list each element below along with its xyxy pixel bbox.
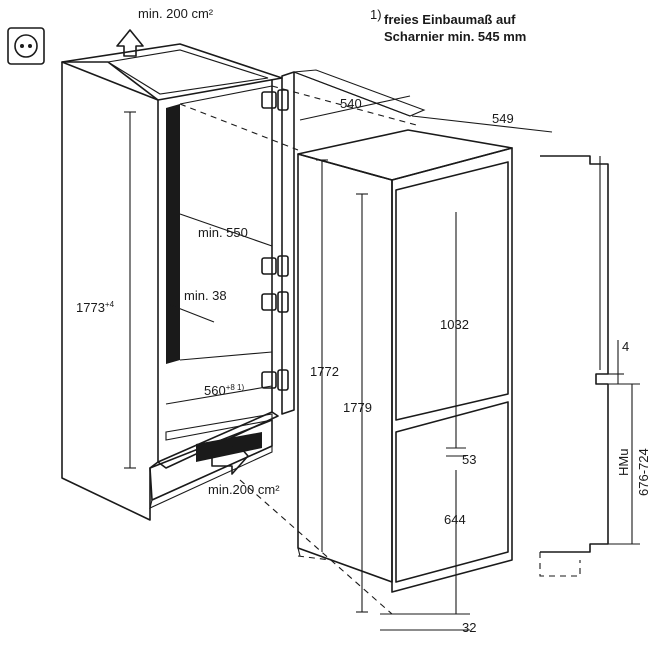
label-niche-height: 1773+4 <box>76 300 115 315</box>
label-vent-bottom: min.200 cm² <box>208 482 280 497</box>
label-height-1772: 1772 <box>310 364 339 379</box>
projection-lines <box>179 85 421 615</box>
note-line-2: Scharnier min. 545 mm <box>384 29 526 44</box>
airflow-in-arrow-icon <box>211 437 249 475</box>
label-min-38: min. 38 <box>184 288 227 303</box>
power-socket-icon <box>7 27 45 65</box>
label-niche-width: 560+8 1) <box>204 383 244 398</box>
label-door-lower: 644 <box>444 512 466 527</box>
label-gap-53: 53 <box>462 452 476 467</box>
label-door-upper: 1032 <box>440 317 469 332</box>
label-top-4: 4 <box>622 339 629 354</box>
label-height-1779: 1779 <box>343 400 372 415</box>
note-line-1: freies Einbaumaß auf <box>384 12 516 27</box>
label-hmu: HMu <box>616 449 631 476</box>
dimension-lines <box>124 95 640 631</box>
appliance-body <box>297 129 513 593</box>
label-depth-540: 540 <box>340 96 362 111</box>
label-bottom-32: 32 <box>462 620 476 635</box>
side-elevation <box>539 155 609 577</box>
label-vent-top: min. 200 cm² <box>138 6 214 21</box>
label-hmu-range: 676-724 <box>636 448 651 496</box>
note-marker: 1) <box>370 7 382 22</box>
label-min-550: min. 550 <box>198 225 248 240</box>
label-depth-549: 549 <box>492 111 514 126</box>
hinges <box>261 89 289 391</box>
cabinet-niche <box>61 43 283 521</box>
cabinet-door <box>281 69 426 415</box>
